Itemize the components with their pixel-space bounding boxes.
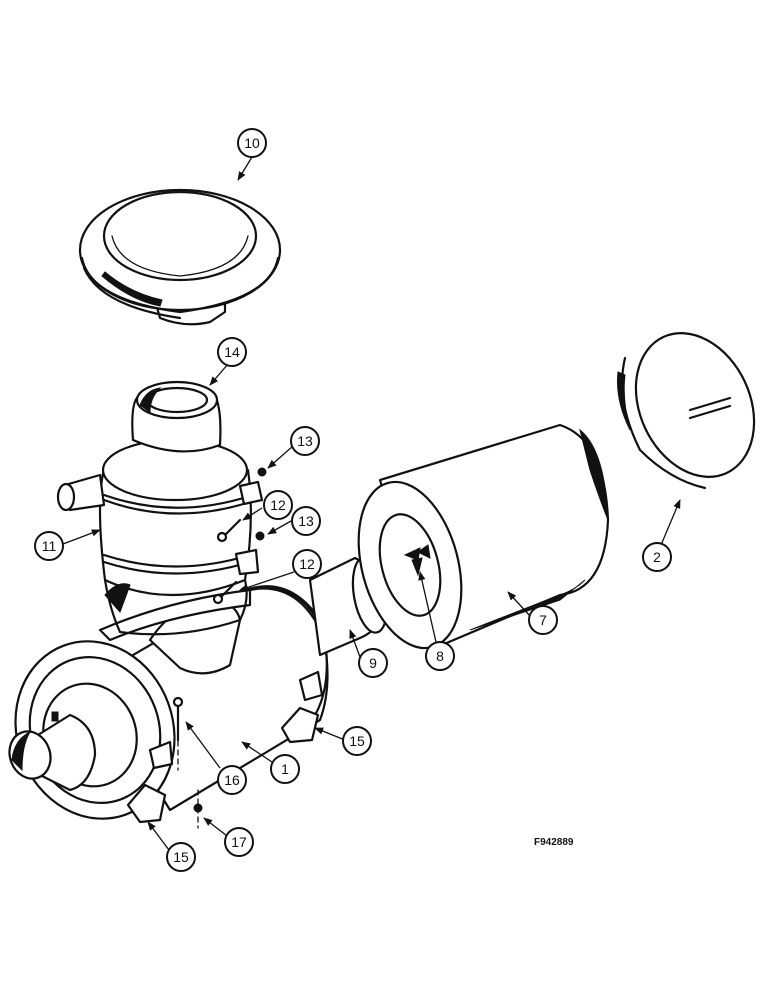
callout-2: 2 <box>642 542 672 572</box>
svg-text:1: 1 <box>281 761 289 777</box>
svg-text:15: 15 <box>173 849 189 865</box>
drawing-code: F942889 <box>534 837 574 848</box>
callout-17: 17 <box>224 827 254 857</box>
part-filter <box>357 423 610 652</box>
svg-text:12: 12 <box>270 497 286 513</box>
svg-text:15: 15 <box>349 733 365 749</box>
callout-12-upper: 12 <box>263 490 293 520</box>
svg-text:10: 10 <box>244 135 260 151</box>
part-housing <box>8 585 332 824</box>
callout-15-bottom: 15 <box>166 842 196 872</box>
svg-text:12: 12 <box>299 556 315 572</box>
callout-12-lower: 12 <box>292 549 322 579</box>
svg-text:7: 7 <box>539 612 547 628</box>
callout-15-right: 15 <box>342 726 372 756</box>
svg-text:2: 2 <box>653 549 661 565</box>
part-end-cover <box>617 332 756 490</box>
svg-text:8: 8 <box>436 648 444 664</box>
callout-10: 10 <box>237 128 267 158</box>
callout-1: 1 <box>270 754 300 784</box>
callout-11: 11 <box>34 531 64 561</box>
callout-16: 16 <box>217 765 247 795</box>
svg-text:13: 13 <box>297 433 313 449</box>
callout-14: 14 <box>217 337 247 367</box>
callout-13-lower: 13 <box>291 506 321 536</box>
svg-text:11: 11 <box>42 538 57 554</box>
callout-8: 8 <box>425 641 455 671</box>
callout-13-upper: 13 <box>290 426 320 456</box>
callout-leaders <box>62 156 681 851</box>
svg-text:9: 9 <box>369 655 377 671</box>
callout-7: 7 <box>528 605 558 635</box>
part-precleaner <box>56 380 267 636</box>
svg-text:16: 16 <box>224 772 240 788</box>
callout-9: 9 <box>358 648 388 678</box>
svg-text:17: 17 <box>231 834 247 850</box>
svg-text:13: 13 <box>298 513 314 529</box>
svg-text:14: 14 <box>224 344 240 360</box>
part-cap <box>78 188 282 326</box>
